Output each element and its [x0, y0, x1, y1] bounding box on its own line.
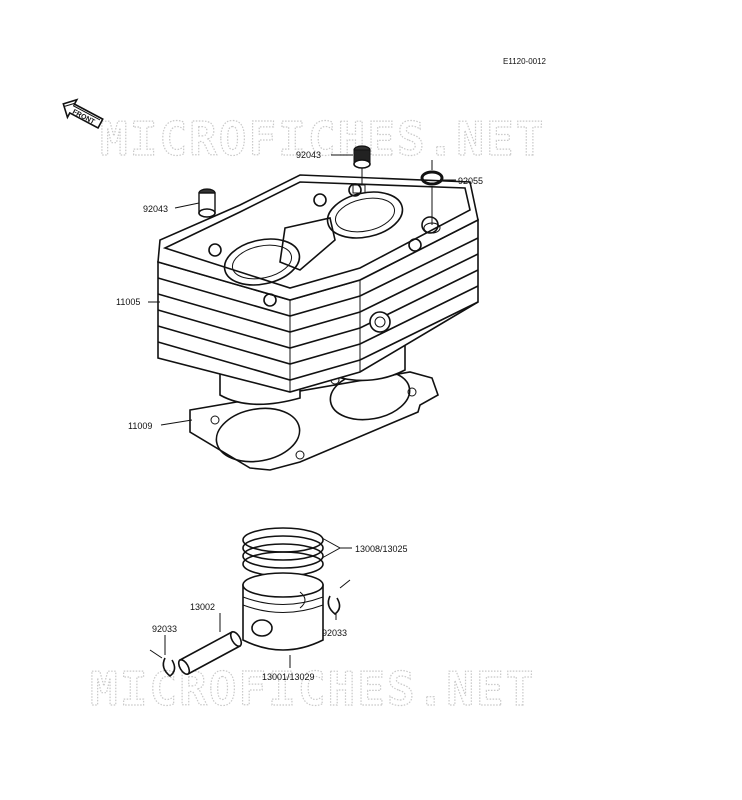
- front-arrow-icon: FRONT: [62, 98, 104, 130]
- o-ring: [420, 160, 444, 234]
- watermark-bottom: MICROFICHES.NET: [90, 662, 535, 716]
- label-13002: 13002: [190, 602, 215, 612]
- cylinder-block: [157, 174, 479, 471]
- dowel-pin-top: [352, 145, 371, 194]
- label-13001-13029: 13001/13029: [262, 672, 315, 682]
- label-11009: 11009: [128, 421, 152, 431]
- label-92033-left: 92033: [152, 624, 177, 634]
- diagram-code: E1120-0012: [503, 57, 547, 66]
- label-92055: 92055: [458, 176, 483, 186]
- label-11005: 11005: [116, 297, 140, 307]
- label-92043-left: 92043: [143, 204, 168, 214]
- label-92043-top: 92043: [296, 150, 321, 160]
- label-13008-13025: 13008/13025: [355, 544, 408, 554]
- label-92033-right: 92033: [322, 628, 347, 638]
- cylinder-base-gasket: [189, 369, 439, 471]
- piston-assembly: [149, 527, 351, 678]
- dowel-pin-left: [198, 188, 216, 218]
- watermark-top: MICROFICHES.NET: [100, 112, 545, 166]
